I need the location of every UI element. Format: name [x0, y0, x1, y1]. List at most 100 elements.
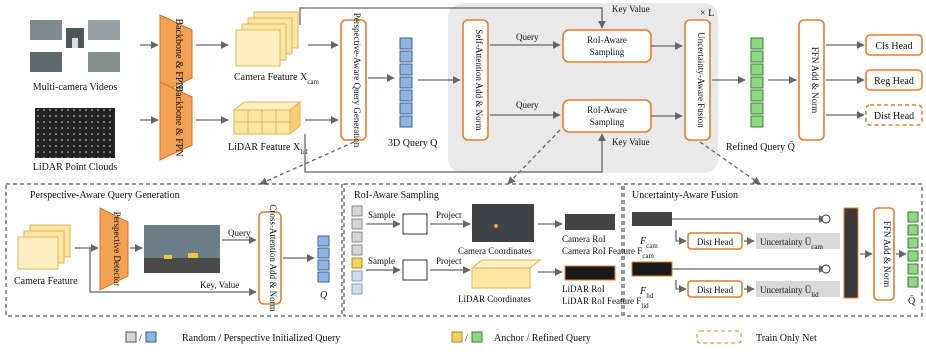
uaf-q-bar-label: Q̄ [908, 295, 916, 307]
svg-text:/: / [465, 333, 468, 344]
uncertainty-cam-label: Uncertainty Ūcam [760, 237, 823, 251]
query-edge-top: Query [516, 32, 539, 42]
legend-anchor-swatch [451, 331, 463, 343]
dist-head-label: Dist Head [874, 111, 914, 122]
legend-query-label: Random / Perspective Initialized Query [182, 333, 340, 344]
query-3d-label: 3D Query Q [388, 138, 438, 149]
sample-label-2: Sample [368, 256, 395, 266]
perspective-detector-label: Perspective Detector [112, 212, 122, 287]
kv-bottom-label: Key Value [612, 137, 650, 147]
roi-bottom-label-2: Sampling [590, 117, 625, 127]
panel-camera-feature-label: Camera Feature [14, 276, 78, 287]
lidar-roi-label-1: LiDAR RoI [562, 284, 605, 294]
query-3d-cubes [399, 37, 413, 128]
fused-feature-image [843, 207, 859, 299]
panel-paqg [5, 183, 343, 317]
sample-label-1: Sample [368, 210, 395, 220]
panel-query-cubes [317, 235, 330, 283]
lidar-image [35, 108, 115, 158]
uncertainty-lid [756, 281, 840, 297]
camera-roi-label: Camera RoI Feature Fcam [562, 246, 654, 260]
f-cam-image [632, 212, 672, 226]
repeat-label: × L [700, 8, 714, 19]
f-lid-image [631, 261, 673, 277]
perspective-detector [99, 207, 129, 291]
camera-images [30, 20, 120, 72]
cross-attention-label: Cross-Attention Add & Norm [268, 204, 278, 311]
panel-roi [343, 183, 623, 317]
lidar-coords-grid [470, 259, 542, 269]
legend-perspective-query-swatch [145, 331, 157, 343]
uaf-ffn-module [873, 207, 895, 301]
roi-cube-2 [402, 259, 428, 281]
uaf-dist-head-bottom-label: Dist Head [697, 285, 734, 295]
uaf-ffn-label: FFN Add & Norm [882, 221, 892, 287]
lidar-feature-label: LiDAR Feature Xlid [228, 142, 308, 156]
f-lid-label: Flid [639, 286, 654, 300]
uaf-dist-head-top-label: Dist Head [697, 237, 734, 247]
svg-text:/: / [139, 333, 142, 344]
uncertainty-lid-label: Uncertainty Ūlid [760, 285, 819, 299]
refined-query-cubes [750, 37, 764, 128]
lidar-caption: LiDAR Point Clouds [33, 162, 118, 173]
panel-roi-title: RoI-Aware Sampling [354, 190, 439, 201]
project-label-2: Project [436, 256, 462, 266]
backbone-camera [159, 14, 193, 94]
uaf-refined-cubes [907, 211, 919, 288]
uaf-module [684, 19, 711, 141]
roi-query-column [351, 205, 363, 295]
lidar-roi-label: LiDAR RoI Feature Flid [562, 296, 649, 310]
f-cam-label: Fcam [639, 236, 658, 250]
camera-caption: Multi-camera Videos [33, 82, 118, 93]
legend-train-label: Train Only Net [756, 333, 817, 344]
legend-refined-swatch [471, 331, 483, 343]
kv-top-label: Key Value [612, 4, 650, 14]
roi-top-label-2: Sampling [590, 47, 625, 57]
camera-roi-feature-image [565, 214, 615, 230]
camera-feature-stack [235, 11, 299, 67]
backbone-lidar-label: Backbone & FPN [173, 85, 184, 156]
legend-train-swatch [696, 330, 742, 344]
roi-bottom-label: RoI-Aware [587, 105, 627, 115]
camera-coords-image [472, 204, 534, 242]
refined-query-label: Refined Query Q̄ [726, 141, 796, 153]
panel-camera-feature-stack [17, 224, 71, 270]
paqg-label: Perspective-Aware Query Generation [352, 13, 362, 148]
panel-key-value-label: Key, Value [200, 280, 239, 290]
roi-cube-1 [402, 213, 428, 235]
camera-coords-label: Camera Coordinates [458, 246, 532, 256]
cls-head-label: Cls Head [876, 41, 913, 52]
lidar-feature-grid [232, 100, 302, 136]
uaf-dist-head-bottom [687, 280, 743, 298]
multiply-icon-top [821, 214, 831, 224]
legend-anchor-label: Anchor / Refined Query [494, 333, 591, 344]
self-attention-label: Self-Attention Add & Norm [474, 29, 484, 130]
panel-paqg-title: Perspective-Aware Query Generation [30, 190, 180, 201]
legend: / Random / Perspective Initialized Query… [125, 330, 817, 344]
lidar-coords-label: LiDAR Coordinates [458, 294, 531, 304]
lidar-roi-feature-image [564, 265, 616, 281]
query-edge-bottom: Query [516, 100, 539, 110]
cross-attention-module [258, 211, 282, 305]
panel-query-label: Query [228, 228, 251, 238]
self-attention-module [462, 19, 489, 141]
paqg-module [340, 19, 367, 141]
cls-head [865, 34, 923, 56]
dist-head [865, 104, 923, 126]
uncertainty-cam [756, 233, 840, 249]
backbone-camera-label: Backbone & FPN [173, 18, 184, 89]
uaf-label: Uncertainty-Aware Fusion [696, 32, 706, 128]
multiply-icon-bottom [821, 264, 831, 274]
panel-q-label: Q [320, 290, 328, 301]
panel-uaf [623, 183, 923, 317]
ffn-module [798, 19, 825, 141]
legend-random-query-swatch [125, 331, 137, 343]
uaf-dist-head-top [687, 232, 743, 250]
roi-top-label: RoI-Aware [587, 35, 627, 45]
backbone-lidar [159, 81, 193, 161]
panel-uaf-title: Uncertainty-Aware Fusion [632, 190, 738, 201]
camera-roi-label-1: Camera RoI [562, 234, 606, 244]
project-label-1: Project [436, 210, 462, 220]
